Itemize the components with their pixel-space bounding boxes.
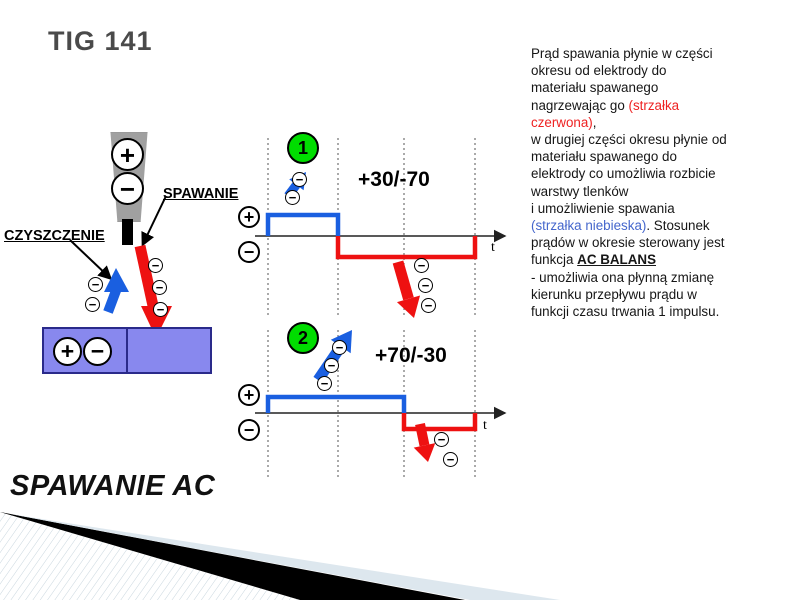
text-line-13: funkcja (531, 252, 578, 268)
chart-1-title: +30/-70 (358, 168, 430, 191)
chart-2-negative-axis-icon: − (238, 419, 260, 441)
spawanie-leader-line (141, 195, 167, 247)
text-line-10: i umożliwienie spawania (531, 200, 675, 216)
text-line-11-suffix: . Stosunek (646, 218, 710, 234)
electron-icon: − (317, 376, 332, 391)
electron-icon: − (434, 432, 449, 447)
text-line-5-red: czerwona) (531, 114, 593, 130)
waveform-positive (265, 394, 407, 413)
electron-icon: − (285, 190, 300, 205)
chart-1-negative-axis-icon: − (238, 241, 260, 263)
blue-cleaning-arrow (103, 268, 129, 314)
chart-1-positive-axis-icon: + (238, 206, 260, 228)
chart-1-plot (255, 138, 507, 318)
text-line-7: materiału spawanego do (531, 149, 677, 165)
text-line-15: kierunku przepływu prądu w (531, 286, 697, 302)
chart-2-x-axis-label: t (483, 418, 487, 433)
torch-plus-icon: + (111, 138, 144, 171)
electron-icon: − (421, 298, 436, 313)
czyszczenie-leader-line (69, 239, 113, 281)
chart-2-blue-arrow (313, 330, 352, 384)
text-line-6: w drugiej części okresu płynie od (531, 132, 727, 148)
chart-2-red-arrow (413, 422, 436, 462)
electron-icon: − (443, 452, 458, 467)
text-line-4: nagrzewając go (531, 97, 629, 113)
waveform-negative (401, 413, 478, 432)
ac-balans-term: AC BALANS (577, 252, 657, 268)
waveform-positive (265, 212, 341, 236)
plate-plus-icon: + (53, 337, 82, 366)
text-line-16: funkcji czasu trwania 1 impulsu. (531, 304, 720, 320)
black-wedge-2 (0, 512, 380, 600)
slide-subtitle: SPAWANIE AC (10, 470, 216, 502)
plate-minus-icon: − (83, 337, 112, 366)
text-line-4-red: (strzałka (628, 97, 680, 113)
torch-minus-icon: − (111, 172, 144, 205)
electron-icon: − (153, 302, 168, 317)
page-title: TIG 141 (48, 26, 153, 56)
chart-2-title: +70/-30 (375, 344, 447, 367)
text-line-1: Prąd spawania płynie w części (531, 46, 713, 61)
electron-icon: − (324, 358, 339, 373)
text-line-11-blue: (strzałka niebieska) (531, 218, 647, 234)
electron-icon: − (332, 340, 347, 355)
electrode-tip (122, 219, 133, 245)
text-line-2: okresu od elektrody do (531, 63, 667, 79)
text-line-3: materiału spawanego (531, 80, 659, 96)
chart-2-positive-axis-icon: + (238, 384, 260, 406)
description-text: Prąd spawania płynie w części okresu od … (531, 45, 789, 320)
black-wedge (0, 512, 465, 600)
text-line-12: prądów w okresie sterowany jest (531, 235, 725, 251)
electron-icon: − (85, 297, 100, 312)
label-czyszczenie: CZYSZCZENIE (4, 228, 105, 244)
plate-divider (126, 327, 128, 374)
decorative-band (0, 512, 560, 600)
text-line-8: elektrody co umożliwia rozbicie (531, 166, 716, 182)
light-wedge (10, 514, 560, 600)
electron-icon: − (418, 278, 433, 293)
electron-icon: − (148, 258, 163, 273)
text-line-5-suffix: , (592, 114, 597, 130)
text-line-9: warstwy tlenków (531, 183, 629, 199)
electron-icon: − (88, 277, 103, 292)
label-spawanie: SPAWANIE (163, 186, 239, 202)
text-line-14: - umożliwia ona płynną zmianę (531, 269, 715, 285)
electron-icon: − (292, 172, 307, 187)
electron-icon: − (152, 280, 167, 295)
electron-icon: − (414, 258, 429, 273)
waveform-negative (335, 236, 478, 260)
chart-1-badge: 1 (287, 132, 319, 164)
chart-2-badge: 2 (287, 322, 319, 354)
chart-1-x-axis-label: t (491, 240, 495, 255)
